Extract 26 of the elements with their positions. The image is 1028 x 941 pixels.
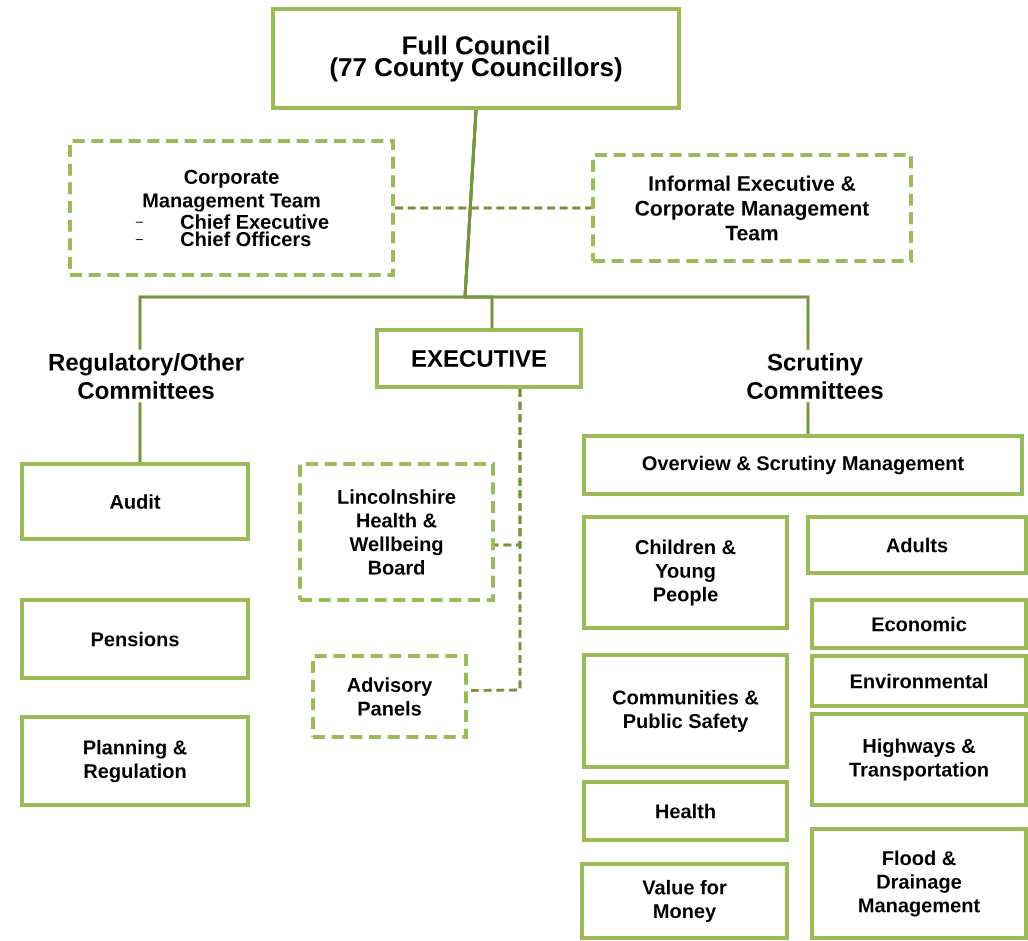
committee-box: Pensions bbox=[20, 598, 250, 680]
committee-box: Economic bbox=[810, 598, 1028, 650]
team-box: Corporate Management Team Chief Executive Chief Officers bbox=[68, 139, 395, 277]
committee-box: Value for Money bbox=[580, 862, 789, 940]
panel-box: Advisory Panels bbox=[311, 654, 468, 739]
council-box: Full Council (77 County Councillors) bbox=[271, 7, 681, 110]
committee-box: Children & Young People bbox=[582, 515, 789, 630]
committee-box: Highways & Transportation bbox=[810, 712, 1028, 807]
team-box: Informal Executive & Corporate Management Team bbox=[591, 153, 913, 263]
executive-box: EXECUTIVE bbox=[375, 328, 583, 389]
board-box: Lincolnshire Health & Wellbeing Board bbox=[298, 462, 495, 602]
committee-box: Audit bbox=[20, 462, 250, 541]
connector bbox=[806, 402, 810, 434]
committee-heading: Regulatory/Other Committees bbox=[49, 353, 244, 399]
committee-box: Flood & Drainage Management bbox=[810, 827, 1028, 940]
committee-box: Planning & Regulation bbox=[20, 715, 250, 807]
dashed-connector bbox=[468, 389, 522, 692]
dashed-connector bbox=[395, 206, 591, 210]
committee-box: Health bbox=[582, 780, 789, 842]
committee-box: Communities & Public Safety bbox=[582, 653, 789, 769]
committee-heading: Scrutiny Committees bbox=[747, 353, 883, 399]
connector bbox=[463, 109, 810, 350]
committee-box: Overview & Scrutiny Management bbox=[582, 434, 1024, 496]
connector bbox=[138, 402, 142, 462]
committee-box: Environmental bbox=[810, 654, 1028, 708]
committee-box: Adults bbox=[806, 515, 1028, 575]
